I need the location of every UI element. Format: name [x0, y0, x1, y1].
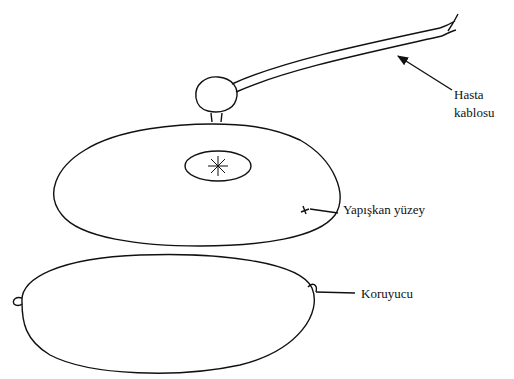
electrode-pad — [54, 124, 340, 246]
cable-line — [232, 28, 440, 84]
part-label: Koruyucu — [361, 285, 413, 303]
snap-stem — [211, 113, 222, 122]
sensor-disc — [185, 151, 251, 181]
part-label: Yapışkan yüzey — [343, 201, 425, 219]
liner-tab — [308, 284, 316, 292]
leader-arrow — [398, 56, 452, 90]
surface-mark — [301, 206, 309, 214]
part-label: Hasta kablosu — [454, 86, 510, 121]
liner-tab — [13, 297, 22, 305]
leader-line — [316, 292, 355, 293]
center-mark — [208, 156, 228, 176]
leader-line — [310, 209, 338, 213]
snap-connector — [196, 77, 237, 112]
cable-end — [440, 14, 458, 36]
protective-liner — [22, 254, 314, 373]
